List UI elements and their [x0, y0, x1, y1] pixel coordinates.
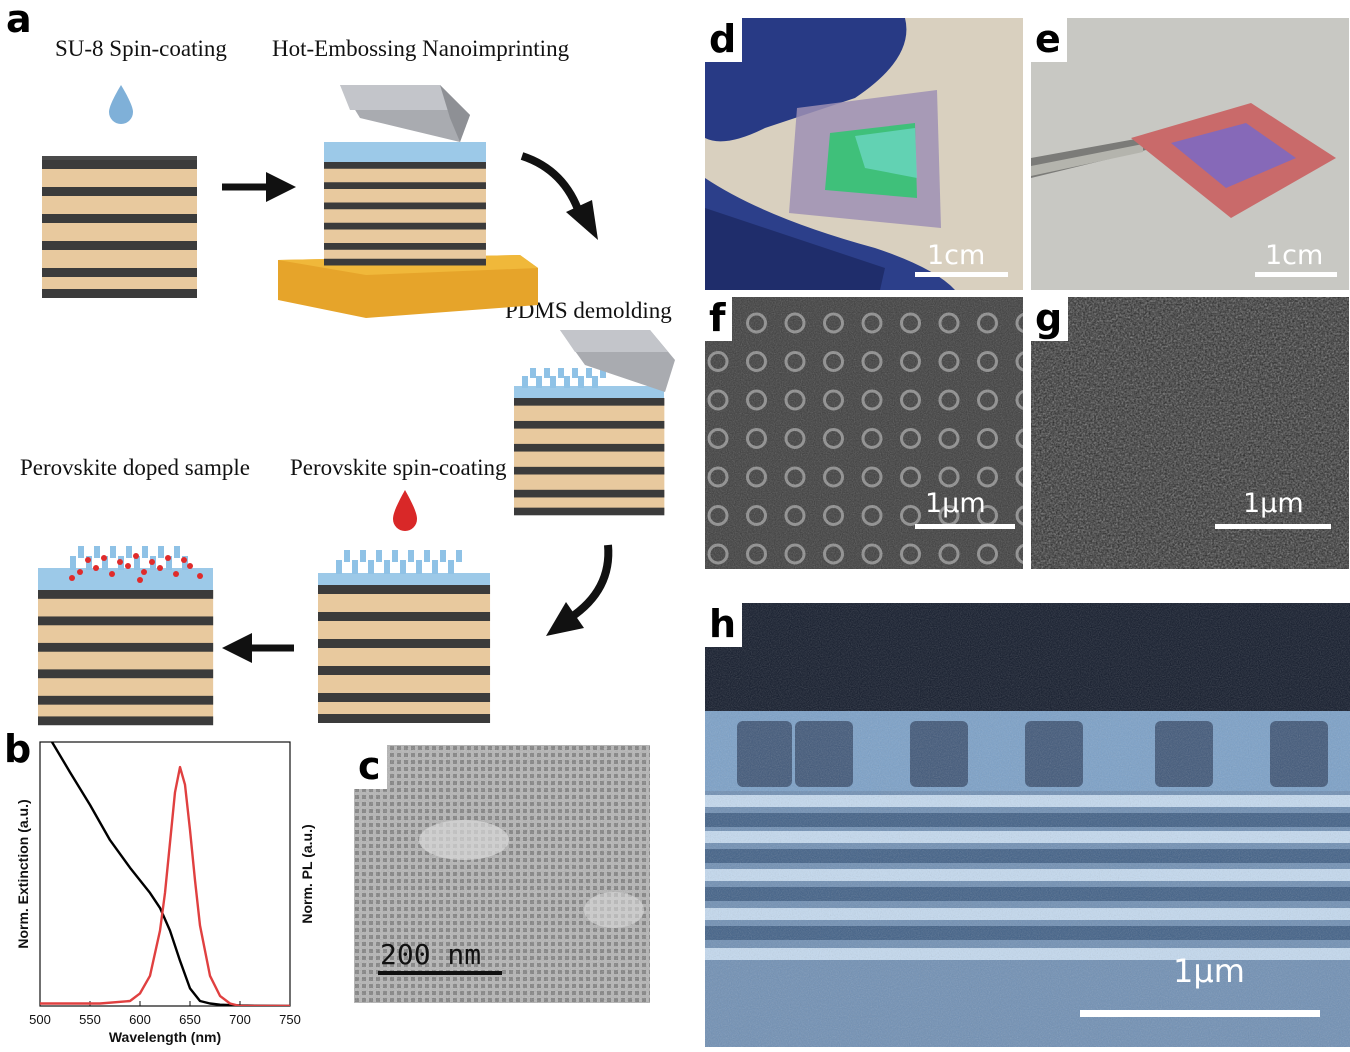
- photo-sample-tweezers: [1031, 18, 1349, 290]
- sem-g-scale-bar: [1215, 524, 1331, 529]
- schematic-diagram: [38, 85, 675, 726]
- x-tick-label: 500: [29, 1012, 51, 1027]
- perovskite-droplet-icon: [393, 490, 417, 531]
- x-axis-title: Wavelength (nm): [109, 1029, 221, 1045]
- x-tick-label: 700: [229, 1012, 251, 1027]
- sem-image-pillars: [705, 297, 1023, 569]
- x-tick-label: 750: [279, 1012, 301, 1027]
- sem-h-scale-bar: [1080, 1010, 1320, 1017]
- photo-d-scale-bar: [915, 272, 1008, 277]
- curved-arrow-icon: [520, 152, 598, 240]
- panel-label-e: e: [1031, 18, 1067, 62]
- multilayer-stack-2: [324, 142, 486, 266]
- x-tick-label: 600: [129, 1012, 151, 1027]
- curved-arrow-icon: [546, 544, 613, 636]
- multilayer-stack-3: [514, 386, 665, 516]
- arrow-left-icon: [222, 633, 294, 663]
- step-label-doped-sample: Perovskite doped sample: [20, 455, 250, 480]
- panel-label-b: b: [4, 727, 32, 771]
- series-line-pl: [40, 765, 290, 1006]
- photo-e-scale-bar: [1255, 272, 1337, 277]
- nanopillars-2: [336, 550, 462, 574]
- series-line-extinction: [50, 742, 290, 1006]
- plot-frame: [39, 741, 291, 1007]
- panel-label-g: g: [1031, 297, 1069, 341]
- multilayer-stack-4: [318, 573, 491, 723]
- panel-label-h: h: [705, 603, 743, 647]
- x-tick-label: 650: [179, 1012, 201, 1027]
- x-tick-label: 550: [79, 1012, 101, 1027]
- arrow-right-icon: [222, 172, 296, 202]
- photo-d-scale-text: 1cm: [927, 240, 986, 271]
- photo-sample-glove: [705, 18, 1023, 290]
- multilayer-stack-5: [38, 568, 214, 726]
- panel-label-d: d: [705, 18, 743, 62]
- multilayer-stack-1: [42, 156, 197, 298]
- pdms-stamp-1: [340, 85, 470, 142]
- pdms-stamp-2: [560, 330, 675, 392]
- step-label-nanoimprinting: Hot-Embossing Nanoimprinting: [272, 36, 570, 61]
- tem-scale-text: 200 nm: [380, 938, 482, 971]
- photo-e-scale-text: 1cm: [1265, 240, 1324, 271]
- step-label-perovskite-spin: Perovskite spin-coating: [290, 455, 507, 480]
- su8-droplet-icon: [109, 85, 133, 124]
- tem-image: [354, 745, 650, 1003]
- y2-axis-title: Norm. PL (a.u.): [299, 824, 315, 923]
- panel-label-c: c: [354, 745, 387, 789]
- sem-f-scale-text: 1μm: [925, 488, 986, 519]
- y-axis-title: Norm. Extinction (a.u.): [15, 799, 31, 948]
- nanopillars-1: [522, 368, 606, 388]
- panel-label-f: f: [705, 297, 732, 341]
- panel-label-a: a: [6, 0, 32, 41]
- step-label-spin-coating: SU-8 Spin-coating: [55, 36, 227, 61]
- sem-cross-section: [705, 603, 1350, 1047]
- nanopillars-doped: [69, 546, 203, 583]
- sem-f-scale-bar: [915, 524, 1015, 529]
- sem-g-scale-text: 1μm: [1243, 488, 1304, 519]
- sem-h-scale-text: 1μm: [1173, 952, 1245, 990]
- sem-image-doped: [1031, 297, 1349, 569]
